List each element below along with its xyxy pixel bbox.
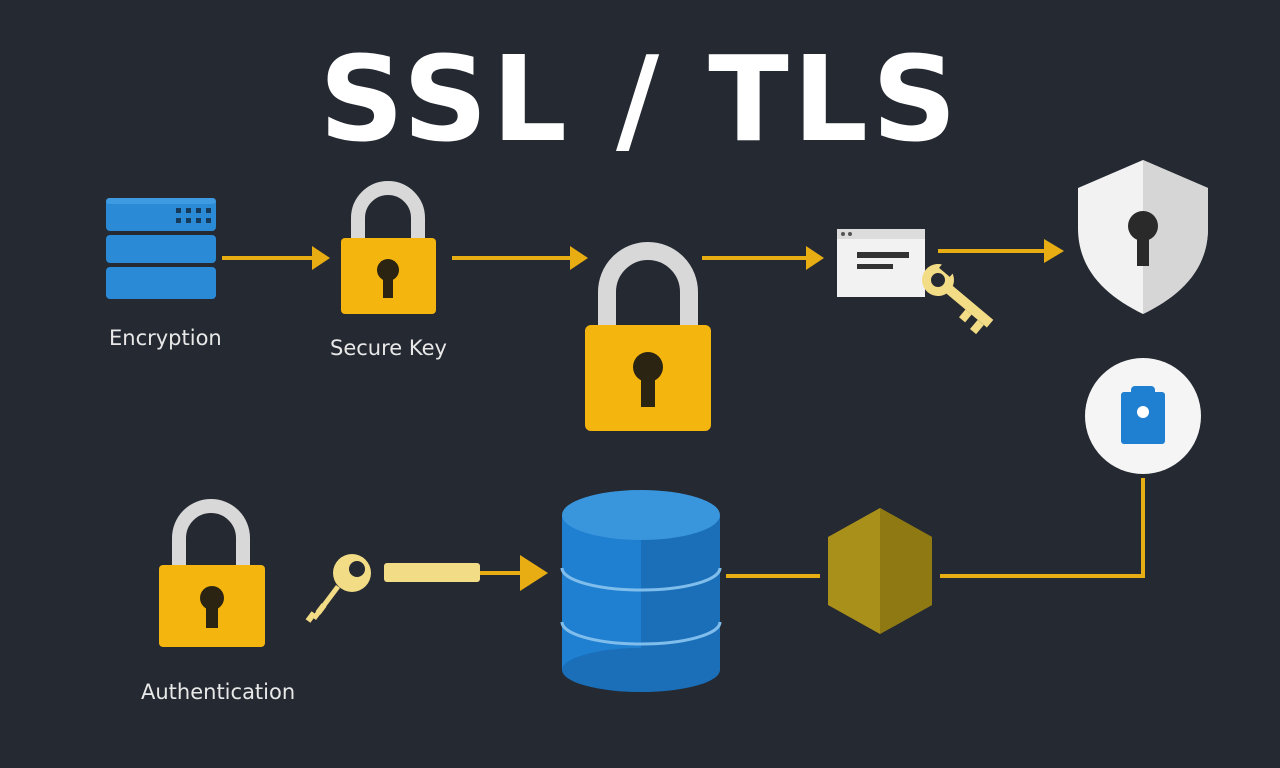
arrow-head bbox=[312, 246, 330, 270]
lock-badge-icon bbox=[1085, 358, 1201, 474]
padlock-icon bbox=[159, 499, 265, 647]
key-shaft-bar bbox=[384, 563, 480, 582]
secure-key-label: Secure Key bbox=[330, 336, 447, 360]
arrow-head bbox=[806, 246, 824, 270]
certificate-window-icon bbox=[837, 229, 925, 297]
shield-keyhole-icon bbox=[1078, 160, 1208, 314]
connector-line bbox=[940, 478, 1145, 578]
key-icon bbox=[305, 554, 371, 623]
wrench-key-icon bbox=[922, 257, 994, 335]
padlock-icon bbox=[585, 242, 711, 431]
hexagon-icon bbox=[828, 508, 932, 634]
arrow-head bbox=[1044, 239, 1064, 263]
padlock-icon bbox=[341, 181, 436, 314]
arrow-head bbox=[570, 246, 588, 270]
encryption-label: Encryption bbox=[109, 326, 222, 350]
arrow-head bbox=[520, 555, 548, 591]
database-icon bbox=[560, 490, 722, 692]
server-icon bbox=[106, 198, 216, 299]
page-title: SSL / TLS bbox=[319, 30, 961, 168]
authentication-label: Authentication bbox=[141, 680, 296, 704]
